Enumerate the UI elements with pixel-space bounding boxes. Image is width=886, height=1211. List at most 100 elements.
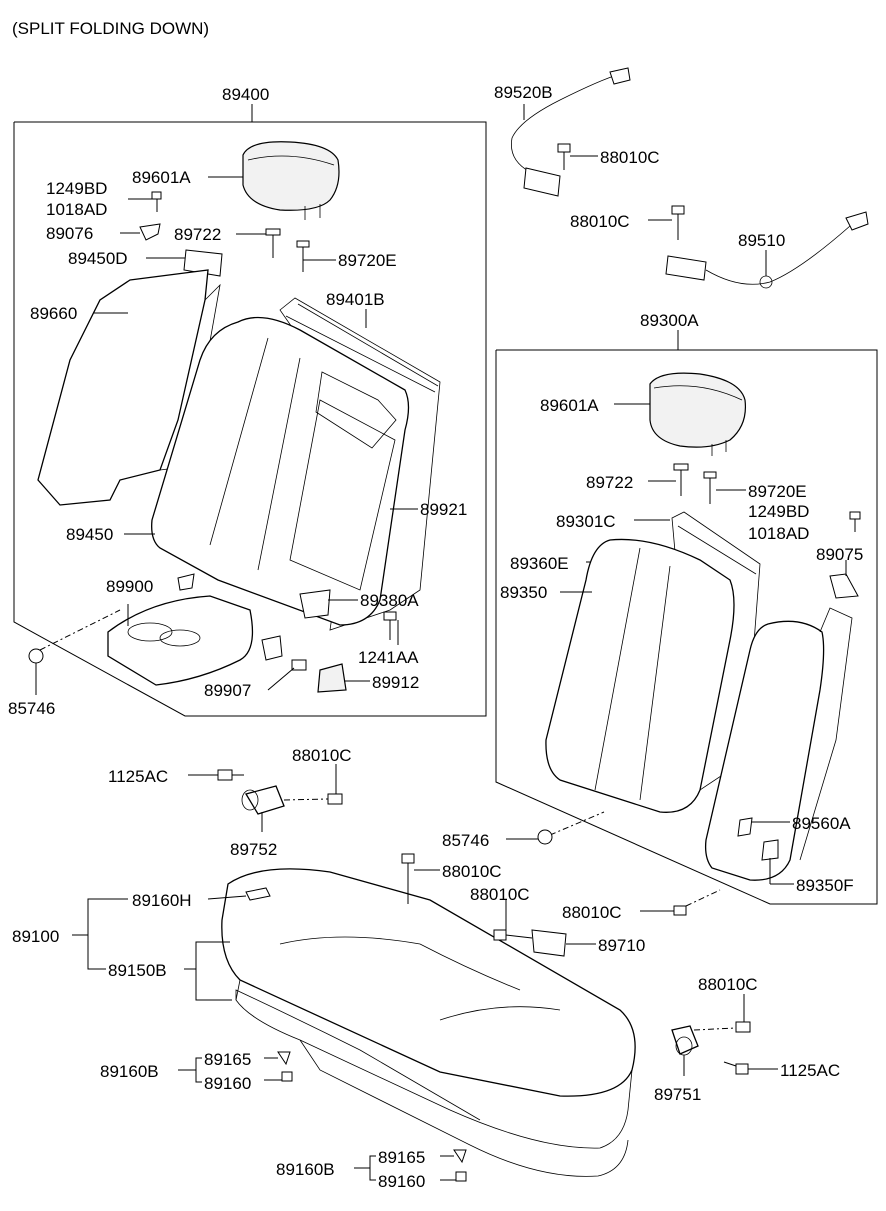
- label-88010C-6: 88010C: [470, 885, 530, 904]
- hinge-89752-group: 1125AC 89752 88010C: [108, 746, 352, 859]
- label-88010C-7: 88010C: [698, 975, 758, 994]
- label-1018AD-left: 1018AD: [46, 200, 107, 219]
- label-89722-left: 89722: [174, 225, 221, 244]
- hinge-89751: [671, 1025, 699, 1055]
- label-1018AD-right: 1018AD: [748, 524, 809, 543]
- label-89900: 89900: [106, 577, 153, 596]
- bolt-1249BD-right-icon: [849, 511, 861, 520]
- clip-89165-2-icon: [453, 1149, 467, 1164]
- label-89450: 89450: [66, 525, 113, 544]
- label-89150B: 89150B: [108, 961, 167, 980]
- label-1125AC-1: 1125AC: [108, 767, 168, 786]
- guide-89722-right-icon: [673, 463, 689, 471]
- right-assembly-outline: [495, 349, 878, 905]
- armrest-89900: [107, 595, 254, 686]
- label-89401B: 89401B: [326, 290, 385, 309]
- bolt-88010C-6-icon: [493, 929, 507, 941]
- label-1249BD-left: 1249BD: [46, 179, 107, 198]
- label-1125AC-2: 1125AC: [780, 1061, 840, 1080]
- label-89380A: 89380A: [360, 591, 419, 610]
- side-bolster-89350F: [704, 620, 825, 881]
- bolt-88010C-2-icon: [671, 205, 685, 215]
- label-89300A: 89300A: [640, 311, 699, 330]
- bracket-89380A-icon: [299, 589, 331, 619]
- cable-89520B: [511, 73, 621, 173]
- label-88010C-3: 88010C: [292, 746, 352, 765]
- cable-group: 89520B 88010C 88010C 89510: [494, 67, 869, 289]
- left-assembly-outline: [13, 121, 487, 717]
- label-89921: 89921: [420, 500, 467, 519]
- label-85746-left: 85746: [8, 699, 55, 718]
- label-89160-2: 89160: [378, 1172, 425, 1191]
- cable-89510: [705, 225, 851, 285]
- latch-89710-icon: [531, 929, 567, 957]
- label-88010C-4: 88010C: [562, 903, 622, 922]
- label-85746-right: 85746: [442, 831, 489, 850]
- bolt-88010C-3-icon: [327, 793, 343, 805]
- label-1241AA: 1241AA: [358, 648, 419, 667]
- label-89710: 89710: [598, 936, 645, 955]
- side-bolster-89660: [37, 269, 209, 506]
- guide-89722-icon: [265, 228, 281, 236]
- headrest-left: [242, 141, 340, 211]
- label-89350F: 89350F: [796, 876, 854, 895]
- label-89601A-left: 89601A: [132, 168, 191, 187]
- clip-89160-2-icon: [455, 1171, 467, 1182]
- hinge-cover-icon: [261, 635, 283, 661]
- label-89075: 89075: [816, 545, 863, 564]
- latch-89520B-icon: [523, 167, 561, 197]
- cupholder-icon: [127, 622, 173, 642]
- guide-89720E-right-icon: [703, 471, 717, 479]
- cover-89912-icon: [317, 663, 347, 693]
- label-89160B-1: 89160B: [100, 1062, 159, 1081]
- label-88010C-1: 88010C: [600, 148, 660, 167]
- right-seatback-group: 89300A 89601A 89722 89720E 89301C 1249BD…: [442, 311, 878, 922]
- label-89400: 89400: [222, 85, 269, 104]
- clip-89075-icon: [829, 573, 859, 599]
- clip-icon: [177, 573, 195, 591]
- bolt-icon: [151, 191, 162, 200]
- label-89165-1: 89165: [204, 1050, 251, 1069]
- bracket-89450D-icon: [183, 249, 223, 277]
- bolt-1125AC-1-icon: [217, 769, 233, 781]
- label-89751: 89751: [654, 1085, 701, 1104]
- clip-89165-1-icon: [277, 1051, 291, 1066]
- seat-cushion-group: 89160H 89100 89150B 88010C 88010C 89710 …: [12, 853, 840, 1191]
- latch-89510-icon: [665, 255, 707, 281]
- label-89076: 89076: [46, 224, 93, 243]
- label-89720E-left: 89720E: [338, 251, 397, 270]
- label-89100: 89100: [12, 927, 59, 946]
- label-88010C-2: 88010C: [570, 212, 630, 231]
- label-89520B: 89520B: [494, 83, 553, 102]
- diagram-title: (SPLIT FOLDING DOWN): [12, 19, 209, 38]
- label-89160B-2: 89160B: [276, 1160, 335, 1179]
- label-89720E-right: 89720E: [748, 482, 807, 501]
- label-89660: 89660: [30, 304, 77, 323]
- bolt-89907-icon: [291, 659, 307, 671]
- label-89360E: 89360E: [510, 554, 569, 573]
- label-89160-1: 89160: [204, 1074, 251, 1093]
- label-1249BD-right: 1249BD: [748, 502, 809, 521]
- bolt-88010C-1-icon: [557, 143, 571, 153]
- label-89752: 89752: [230, 840, 277, 859]
- label-89165-2: 89165: [378, 1148, 425, 1167]
- screw-1241AA-icon: [383, 611, 397, 621]
- headrest-right: [649, 372, 747, 448]
- tag-89160H-icon: [245, 887, 271, 901]
- label-88010C-5: 88010C: [442, 862, 502, 881]
- label-89907: 89907: [204, 681, 251, 700]
- bolt-88010C-7-icon: [735, 1021, 751, 1033]
- left-seatback-group: 89400 89601A 1249BD 1018AD 89076 89722 8…: [8, 85, 487, 718]
- clip-89160-1-icon: [281, 1071, 293, 1082]
- guide-89720E-icon: [296, 240, 310, 248]
- label-89301C: 89301C: [556, 512, 616, 531]
- seatback-cushion-89450: [151, 316, 410, 626]
- bracket-89560A-icon: [737, 817, 753, 837]
- clip-89076-icon: [139, 223, 161, 241]
- label-89450D: 89450D: [68, 249, 128, 268]
- label-89350: 89350: [500, 583, 547, 602]
- button-85746-right-icon: [537, 829, 553, 845]
- label-89160H: 89160H: [132, 891, 192, 910]
- bolt-88010C-4-icon: [673, 905, 687, 916]
